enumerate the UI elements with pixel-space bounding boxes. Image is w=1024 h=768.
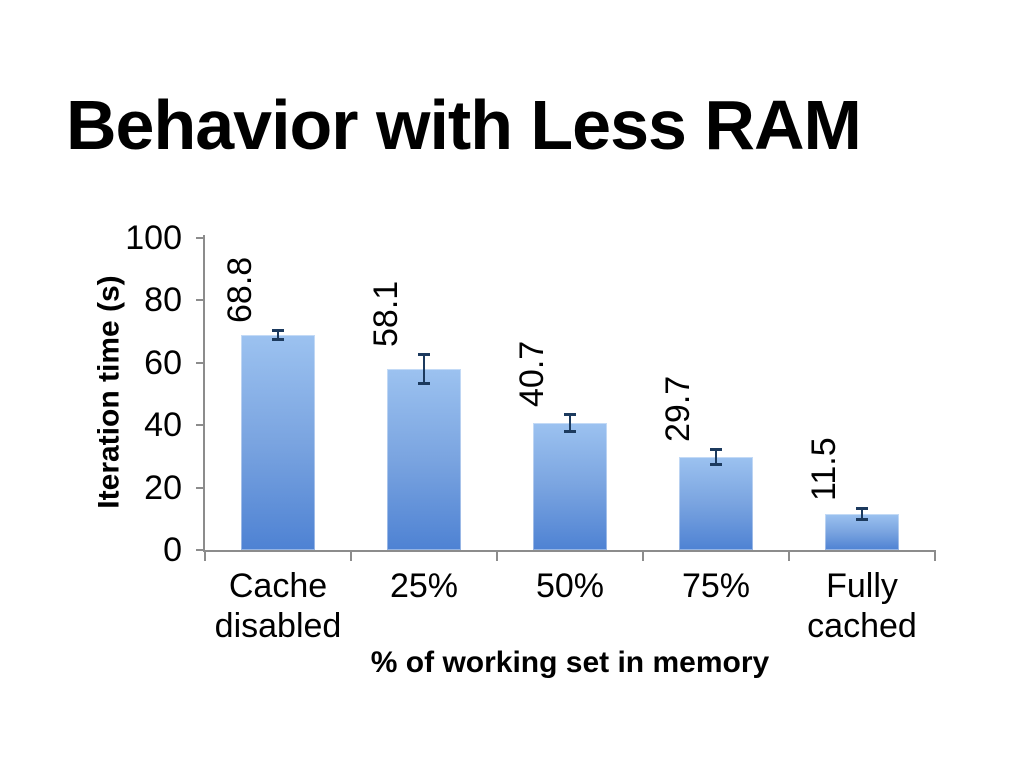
error-bar-stem bbox=[277, 329, 279, 342]
error-bar-cap-top bbox=[272, 329, 284, 333]
y-tick-label: 80 bbox=[144, 281, 182, 320]
error-bar-cap-top bbox=[710, 448, 722, 452]
error-bar-cap-top bbox=[564, 413, 576, 417]
error-bar-cap-bottom bbox=[710, 463, 722, 467]
y-axis-line bbox=[203, 235, 205, 552]
error-bar bbox=[564, 413, 576, 433]
bar bbox=[679, 457, 753, 550]
y-tick-label: 0 bbox=[163, 531, 182, 569]
bar bbox=[533, 423, 607, 550]
y-tick-label: 20 bbox=[144, 468, 182, 507]
category-label: 25% bbox=[389, 567, 459, 605]
error-bar-cap-bottom bbox=[856, 517, 868, 521]
y-tick-label: 40 bbox=[144, 406, 182, 445]
y-tick-label: 60 bbox=[144, 343, 182, 382]
bar-value-label: 29.7 bbox=[659, 376, 697, 443]
bar-value-label: 40.7 bbox=[513, 340, 551, 408]
bar bbox=[387, 368, 461, 550]
error-bar bbox=[856, 507, 868, 521]
bar-value-label: 11.5 bbox=[805, 437, 843, 502]
y-tick bbox=[196, 361, 204, 364]
bar-value-label: 68.8 bbox=[221, 257, 259, 324]
x-axis-title: % of working set in memory bbox=[370, 646, 770, 679]
error-bar-cap-bottom bbox=[564, 429, 576, 433]
error-bar bbox=[710, 448, 722, 467]
error-bar-stem bbox=[861, 507, 863, 521]
bar-value-label: 58.1 bbox=[367, 280, 405, 347]
x-tick bbox=[788, 551, 790, 561]
category-label: 50% bbox=[535, 567, 605, 605]
x-tick bbox=[204, 551, 206, 561]
error-bar bbox=[272, 329, 284, 342]
error-bar-cap-top bbox=[418, 352, 430, 356]
y-tick-label: 100 bbox=[125, 219, 182, 257]
y-tick bbox=[196, 299, 204, 302]
error-bar bbox=[418, 352, 430, 385]
slide-title: Behavior with Less RAM bbox=[66, 86, 862, 164]
x-tick bbox=[350, 551, 352, 561]
y-tick bbox=[196, 486, 204, 489]
x-axis-line bbox=[203, 550, 936, 552]
error-bar-cap-bottom bbox=[272, 338, 284, 342]
x-tick bbox=[642, 551, 644, 561]
error-bar-cap-top bbox=[856, 507, 868, 511]
error-bar-cap-bottom bbox=[418, 381, 430, 385]
y-tick bbox=[196, 424, 204, 427]
error-bar-stem bbox=[423, 352, 425, 385]
y-tick bbox=[196, 549, 204, 551]
x-tick bbox=[496, 551, 498, 561]
category-label: 75% bbox=[681, 567, 751, 605]
category-label: Cache disabled bbox=[214, 567, 342, 645]
error-bar-stem bbox=[569, 413, 571, 433]
error-bar-stem bbox=[715, 448, 717, 467]
x-tick bbox=[934, 551, 936, 561]
y-tick bbox=[196, 237, 204, 239]
category-label: Fully cached bbox=[807, 567, 917, 645]
bar bbox=[241, 335, 315, 550]
